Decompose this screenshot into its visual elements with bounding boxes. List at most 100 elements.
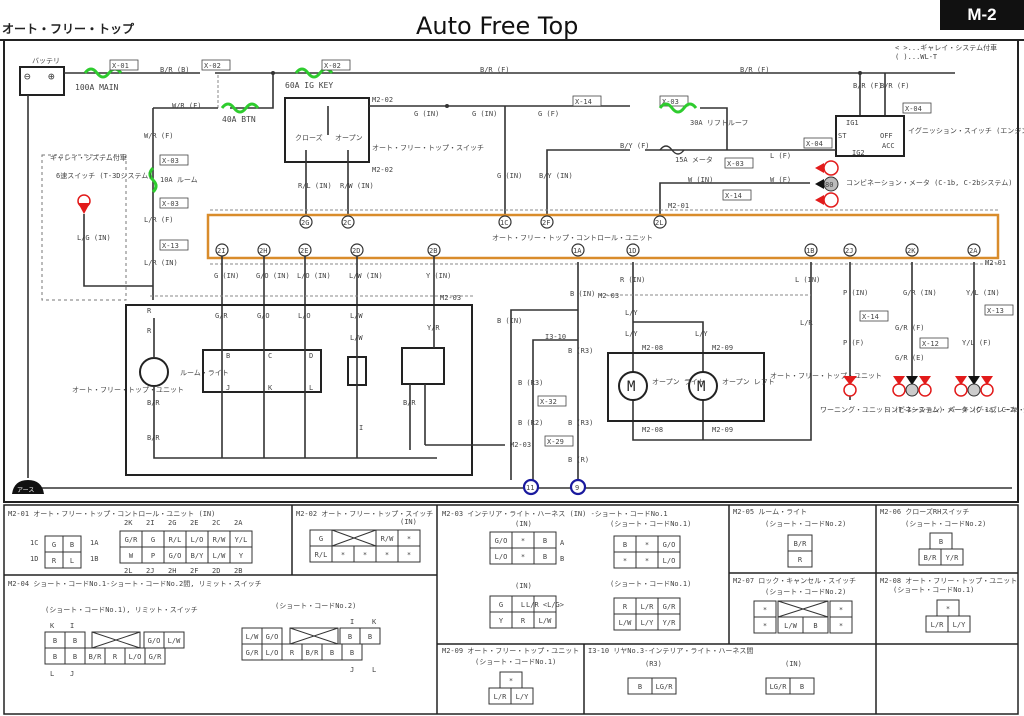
pin-value: * [839, 606, 843, 614]
svg-text:W/R (F): W/R (F) [144, 132, 174, 140]
control-unit [206, 213, 1000, 260]
pin-value: G/R [149, 653, 162, 661]
panel-text: 2A [234, 519, 243, 527]
pin-value: B/R [794, 540, 807, 548]
panel-text: 2B [234, 567, 242, 575]
pin-value: G [52, 541, 56, 549]
svg-text:コンビネーション・メータ (C-1a, C-2a システム): コンビネーション・メータ (C-1a, C-2a システム) [884, 405, 1024, 414]
svg-text:X-13: X-13 [162, 242, 179, 250]
panel-text: M2-04 ショート・コードNo.1-ショート・コードNo.2間, リミット・ス… [8, 580, 262, 588]
pin-value: B/R [89, 653, 102, 661]
svg-text:R/L (IN): R/L (IN) [298, 182, 332, 190]
pin-value: G/O [495, 537, 508, 545]
pin-value: * [839, 622, 843, 630]
pin-value: * [341, 551, 345, 559]
m2-04-cell [163, 631, 185, 649]
svg-text:60A IG KEY: 60A IG KEY [285, 81, 333, 90]
svg-text:L/R (IN): L/R (IN) [144, 259, 178, 267]
pin-value: * [946, 605, 950, 613]
motor-left-icon [688, 371, 718, 401]
pin-value: * [763, 622, 767, 630]
combination-meter-bottom-indicator [892, 376, 932, 397]
svg-text:40A BTN: 40A BTN [222, 115, 256, 124]
panel-text: 2C [212, 519, 220, 527]
pin-value: L/R [494, 693, 507, 701]
pin-value: G/R [663, 603, 676, 611]
unit-pin-label: 2G [301, 219, 309, 227]
svg-text:オート・フリー・トップ・スイッチ: オート・フリー・トップ・スイッチ [372, 144, 484, 152]
panel-text: (ショート・コードNo.2) [905, 520, 986, 528]
unit-pin-label: 2E [300, 247, 308, 255]
svg-text:Y/L (IN): Y/L (IN) [966, 289, 1000, 297]
unit-pin [626, 243, 640, 257]
ground-point-9 [569, 478, 587, 496]
panel-text: (ショート・コードNo.1) [610, 520, 691, 528]
pin-value: W [129, 552, 134, 560]
svg-text:X-29: X-29 [547, 438, 564, 446]
svg-text:I3-10: I3-10 [545, 333, 566, 341]
svg-text:オープン: オープン [335, 134, 363, 142]
svg-text:G (IN): G (IN) [497, 172, 522, 180]
wire-label: L/O [298, 312, 311, 320]
m2-01-cell [229, 546, 253, 564]
pin-value: L/Y [516, 693, 529, 701]
pin-value: * [521, 553, 525, 561]
pin-value: L/O [663, 557, 676, 565]
svg-text:B/R (B): B/R (B) [160, 66, 190, 74]
warning-unit-indicator [843, 376, 857, 397]
pin-value: G [151, 536, 155, 544]
unit-pin-label: 2D [352, 247, 360, 255]
switch-pin-label: I [359, 424, 363, 432]
svg-text:B/R (F): B/R (F) [880, 82, 910, 90]
svg-text:R/W (IN): R/W (IN) [340, 182, 374, 190]
panel-text: 2I [146, 519, 154, 527]
pin-value: B [813, 622, 817, 630]
panel-text: (ショート・コードNo.1), リミット・スイッチ [45, 606, 198, 614]
svg-text:X-12: X-12 [922, 340, 939, 348]
pin-value: G/O [266, 633, 279, 641]
fuse-40a-btn [220, 102, 260, 114]
svg-text:W/R (F): W/R (F) [172, 102, 202, 110]
svg-text:オープン レフト: オープン レフト [722, 378, 775, 386]
legend-line-1: < >...ギャレイ・システム付車 [895, 43, 997, 52]
m2-03-cell [533, 547, 557, 565]
pin-value: G [499, 601, 503, 609]
pin-value: L/W [168, 637, 181, 645]
svg-text:L/Y: L/Y [695, 330, 708, 338]
panel-text: I3-10 リヤNo.3-インテリア・ライト・ハーネス間 [588, 647, 753, 655]
pin-value: B [543, 537, 547, 545]
ignition-switch [835, 115, 905, 157]
pin-value: R/W [213, 536, 226, 544]
panel-text: (IN) [515, 582, 532, 590]
limit-switch-group [202, 349, 322, 393]
auto-free-top-unit [125, 304, 473, 476]
panel-text: K [50, 622, 55, 630]
unit-pin-label: 2F [542, 219, 550, 227]
pin-value: * [645, 541, 649, 549]
pin-value: L/W [246, 633, 259, 641]
m2-08-cell [947, 615, 971, 633]
panel-text: 1A [90, 539, 99, 547]
pin-value: L/R <L/G> [526, 601, 564, 609]
m2-06-cell [940, 548, 964, 566]
pin-value: B [543, 553, 547, 561]
svg-text:B (R3): B (R3) [568, 419, 593, 427]
svg-text:M2-03: M2-03 [440, 294, 461, 302]
unit-pin-label: 2L [655, 219, 663, 227]
panel-text: I [70, 622, 74, 630]
panel-text: 2H [168, 567, 176, 575]
svg-text:B (R2): B (R2) [518, 419, 543, 427]
m2-07-cell [753, 616, 777, 634]
svg-text:P (F): P (F) [843, 339, 864, 347]
svg-text:IG2: IG2 [852, 149, 865, 157]
wire-label: Y (IN) [426, 272, 451, 280]
svg-text:80: 80 [825, 181, 833, 189]
panel-text: 2K [124, 519, 133, 527]
pin-value: LG/R [770, 683, 788, 691]
panel-text: 1D [30, 555, 38, 563]
pin-value: R [623, 603, 628, 611]
svg-text:G/R (E): G/R (E) [895, 354, 925, 362]
wire-label: L/O (IN) [297, 272, 331, 280]
svg-text:M2-01: M2-01 [668, 202, 689, 210]
